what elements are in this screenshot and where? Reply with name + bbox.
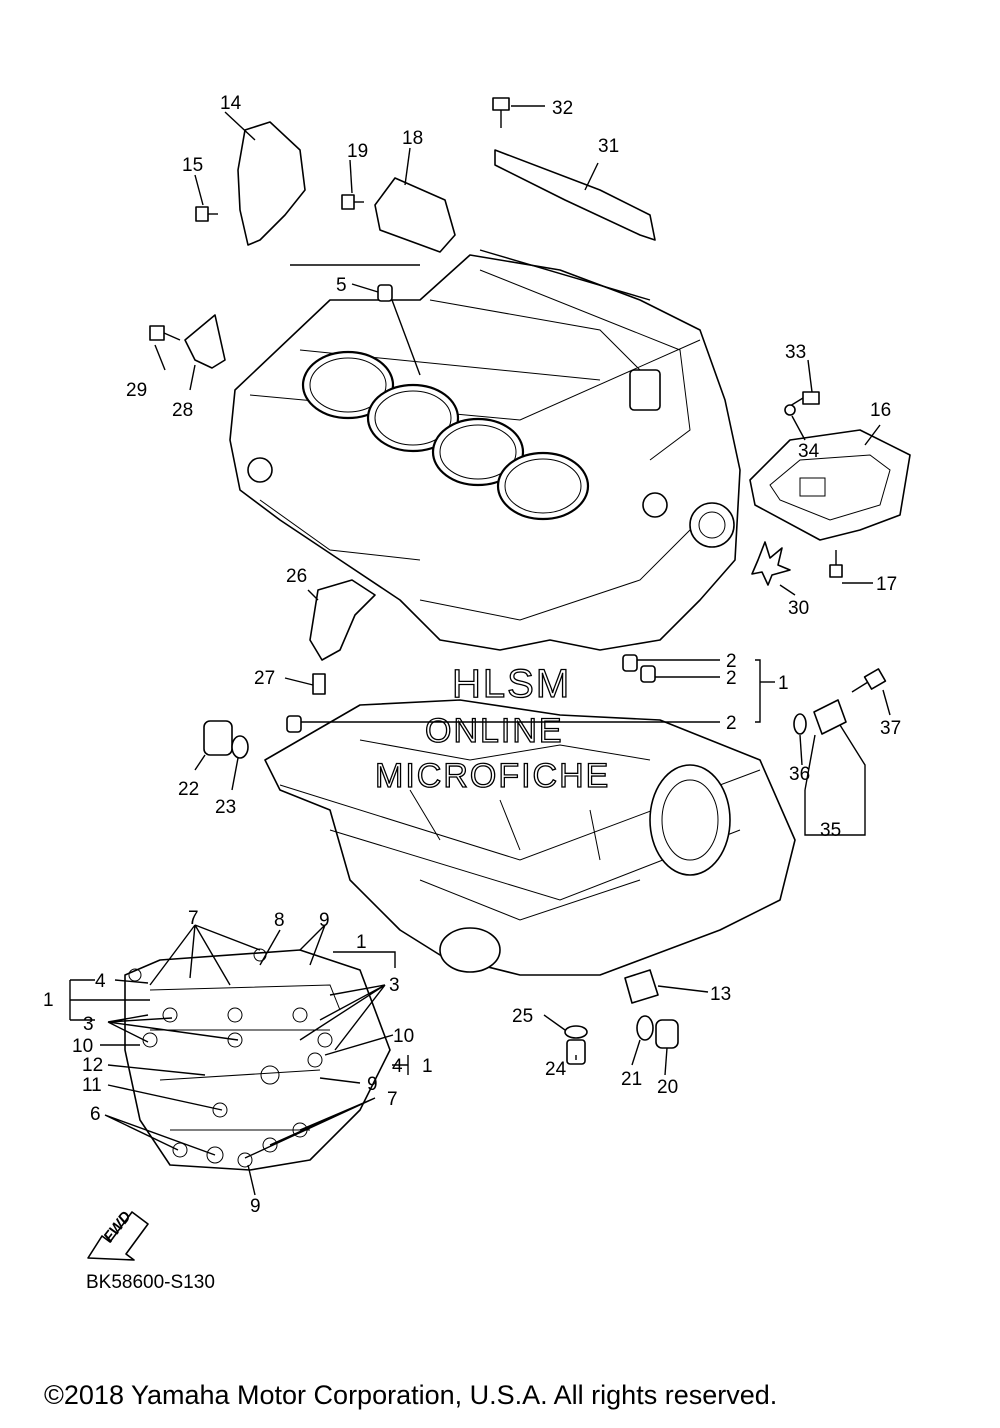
callout-32: 32 [552,98,573,119]
callout-4-b: 4 [392,1056,403,1077]
callout-16: 16 [870,400,891,421]
callout-1-b: 1 [356,932,367,953]
callout-9-a: 9 [319,910,330,931]
callout-10-a: 10 [72,1036,93,1057]
callout-9-c: 9 [250,1196,261,1217]
callout-29: 29 [126,380,147,401]
callout-10-b: 10 [393,1026,414,1047]
callout-30: 30 [788,598,809,619]
callout-1-a: 1 [778,673,789,694]
callout-21: 21 [621,1069,642,1090]
callout-20: 20 [657,1077,678,1098]
callout-23: 23 [215,797,236,818]
callout-26: 26 [286,566,307,587]
callout-31: 31 [598,136,619,157]
callout-1-c: 1 [43,990,54,1011]
callout-labels: 32 31 14 15 19 18 5 29 28 33 16 34 17 30… [43,93,901,1217]
callout-9-b: 9 [367,1074,378,1095]
callout-3-a: 3 [389,975,400,996]
watermark: HLSM ONLINE MICROFICHE [374,661,610,795]
callout-37: 37 [880,718,901,739]
callout-36: 36 [789,764,810,785]
part-code: BK58600-S130 [86,1272,215,1293]
callout-8: 8 [274,910,285,931]
callout-3-b: 3 [83,1014,94,1035]
callout-13: 13 [710,984,731,1005]
callout-25: 25 [512,1006,533,1027]
callout-12: 12 [82,1055,103,1076]
watermark-line-1: HLSM [452,662,571,706]
callout-14: 14 [220,93,242,114]
callout-2-a: 2 [726,651,737,672]
lower-crankcase [264,699,796,976]
cylinder-bores [301,350,590,521]
leader-lines [69,105,891,1196]
callout-34: 34 [798,441,820,462]
upper-crankcase [229,254,741,651]
callout-7-b: 7 [387,1089,398,1110]
copyright-notice: ©2018 Yamaha Motor Corporation, U.S.A. A… [44,1380,777,1410]
callout-27: 27 [254,668,275,689]
callout-1-d: 1 [422,1056,433,1077]
callout-24: 24 [545,1059,567,1080]
callout-6: 6 [90,1104,101,1125]
callout-7-a: 7 [188,908,199,929]
callout-2-b: 2 [726,668,737,689]
callout-28: 28 [172,400,193,421]
fwd-arrow-icon: FWD [87,1208,149,1261]
callout-4-a: 4 [95,971,106,992]
callout-15: 15 [182,155,203,176]
callout-19: 19 [347,141,368,162]
callout-33: 33 [785,342,806,363]
watermark-line-2: ONLINE [425,712,564,750]
underside-reference-view [124,948,391,1171]
callout-5: 5 [336,275,347,296]
small-parts [149,97,911,1065]
callout-17: 17 [876,574,897,595]
callout-18: 18 [402,128,423,149]
watermark-line-3: MICROFICHE [375,757,610,795]
callout-35: 35 [820,820,841,841]
callout-11: 11 [82,1075,102,1096]
callout-22: 22 [178,779,199,800]
callout-2-c: 2 [726,713,737,734]
